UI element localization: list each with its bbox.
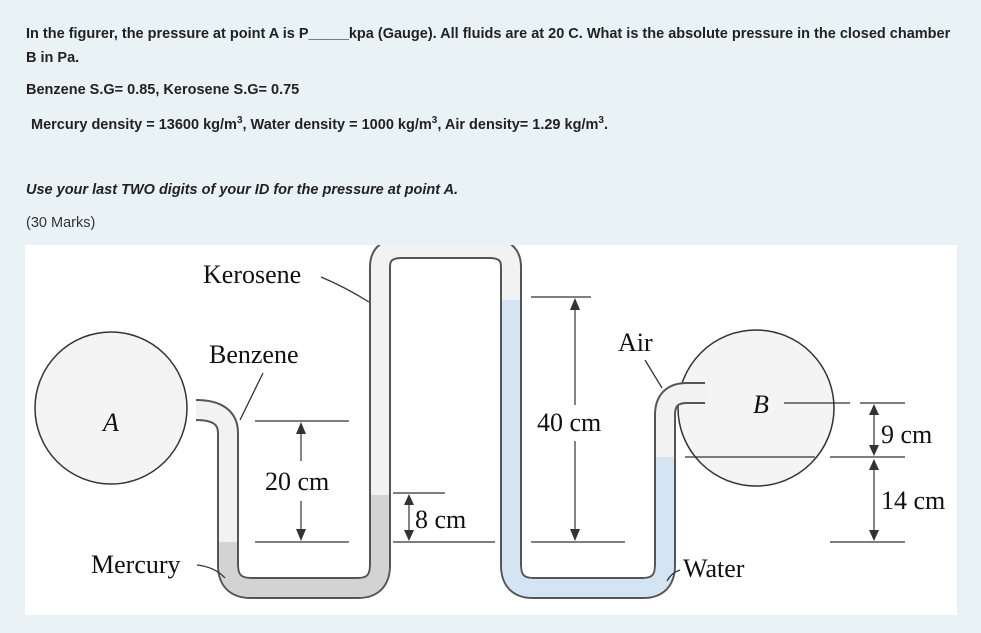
mercury-fill: [219, 493, 389, 597]
label-9cm: 9 cm: [881, 420, 932, 449]
superscript-3: 3: [431, 115, 438, 126]
instruction-text: Use your last TWO digits of your ID for …: [26, 182, 459, 198]
question-part-2: kpa (Gauge). All fluids are at 20 C. Wha…: [26, 26, 951, 66]
density-air: , Air density= 1.29 kg/m: [437, 116, 599, 133]
superscript-3: 3: [598, 115, 604, 126]
specific-gravity-text: Benzene S.G= 0.85, Kerosene S.G= 0.75: [26, 82, 300, 98]
water-leader: [666, 569, 681, 582]
question-blank: _____: [308, 26, 349, 42]
mercury-leader: [196, 564, 226, 579]
chamber-b: [677, 329, 835, 487]
label-water: Water: [683, 554, 745, 583]
marks-text: (30 Marks): [26, 215, 96, 231]
question-part-1: In the figurer, the pressure at point A …: [26, 26, 309, 42]
density-end: .: [603, 116, 608, 133]
kerosene-leader: [320, 276, 370, 303]
label-kerosene: Kerosene: [203, 260, 301, 289]
label-air: Air: [618, 328, 653, 357]
label-8cm: 8 cm: [415, 505, 466, 534]
label-benzene: Benzene: [209, 340, 299, 369]
question-text: In the figurer, the pressure at point A …: [26, 22, 956, 70]
label-40cm: 40 cm: [537, 408, 601, 437]
label-mercury: Mercury: [91, 550, 181, 579]
chamber-a: [34, 331, 188, 485]
air-leader: [644, 359, 663, 389]
benzene-leader: [239, 372, 264, 421]
density-water: , Water density = 1000 kg/m: [242, 116, 432, 133]
label-a: A: [101, 408, 119, 437]
manometer-diagram: Kerosene Benzene A Mercury 20 cm 8 cm 40…: [34, 245, 945, 599]
superscript-3: 3: [236, 115, 243, 126]
label-14cm: 14 cm: [881, 486, 945, 515]
density-mercury: Mercury density = 13600 kg/m: [31, 116, 237, 133]
density-text: Mercury density = 13600 kg/m3, Water den…: [31, 115, 608, 133]
label-b: B: [753, 390, 769, 419]
manometer-figure: Kerosene Benzene A Mercury 20 cm 8 cm 40…: [25, 245, 957, 615]
label-20cm: 20 cm: [265, 467, 329, 496]
water-fill: [502, 300, 674, 597]
